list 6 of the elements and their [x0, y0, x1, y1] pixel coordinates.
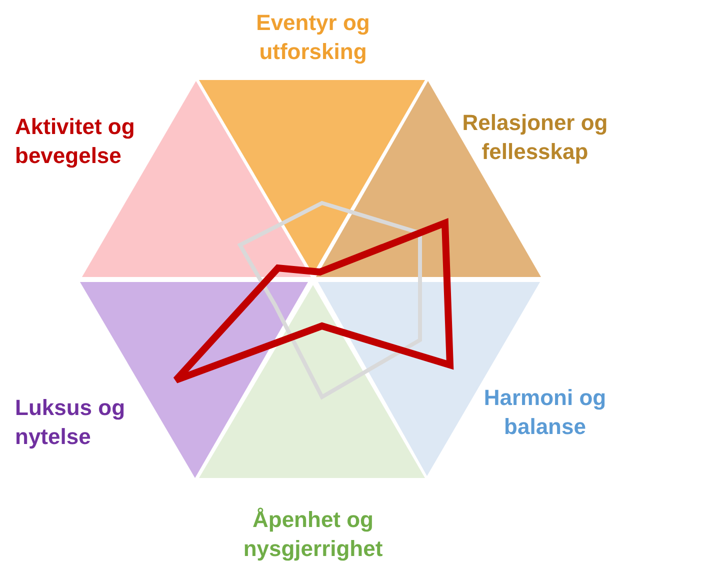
category-label: Harmoni og balanse: [484, 385, 606, 439]
category-label: Luksus og nytelse: [15, 395, 126, 449]
category-label: Relasjoner og fellesskap: [462, 110, 608, 164]
category-label: Aktivitet og bevegelse: [15, 114, 135, 168]
category-label: Åpenhet og nysgjerrighet: [243, 507, 383, 561]
category-label: Eventyr og utforsking: [256, 10, 370, 64]
